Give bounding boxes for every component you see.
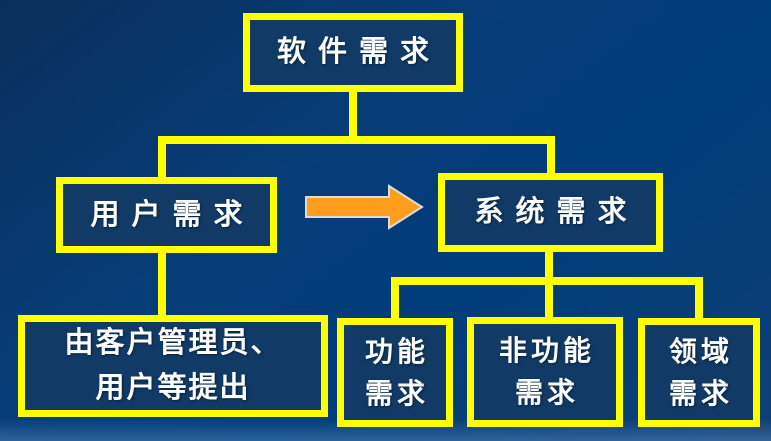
connector-to-functional-box — [391, 277, 399, 321]
node-label: 用户需求 — [90, 198, 255, 231]
connector-to-user-box — [158, 136, 166, 181]
connector-user-to-source — [158, 250, 166, 318]
node-label-line2: 需求 — [514, 377, 579, 408]
node-nonfunctional-requirements: 非功能 需求 — [467, 317, 623, 427]
node-label-line2: 需求 — [364, 377, 429, 409]
connector-to-system-box — [547, 136, 555, 178]
connector-level1-horizontal — [158, 136, 555, 144]
node-label-line1: 由客户管理员、 — [64, 327, 282, 360]
node-label-line2: 用户等提出 — [95, 372, 251, 404]
node-label-line1: 非功能 — [498, 335, 595, 366]
connector-level2-horizontal — [391, 277, 703, 285]
node-software-requirements: 软件需求 — [243, 13, 463, 92]
node-label-line1: 领域 — [668, 335, 733, 367]
node-system-requirements: 系统需求 — [438, 173, 663, 252]
node-label: 系统需求 — [474, 196, 639, 228]
node-functional-requirements: 功能 需求 — [337, 318, 453, 427]
node-label-line2: 需求 — [668, 377, 733, 409]
connector-top-vertical — [349, 90, 357, 138]
node-domain-requirements: 领域 需求 — [638, 318, 760, 427]
connector-to-domain-box — [695, 277, 703, 321]
node-requirements-source: 由客户管理员、 用户等提出 — [18, 315, 328, 417]
connector-system-vertical — [545, 250, 553, 322]
node-label-line1: 功能 — [364, 335, 429, 367]
right-block-arrow-icon — [305, 184, 425, 230]
node-label: 软件需求 — [276, 36, 441, 68]
node-user-requirements: 用户需求 — [56, 177, 277, 253]
right-block-arrow-shape — [305, 184, 424, 230]
